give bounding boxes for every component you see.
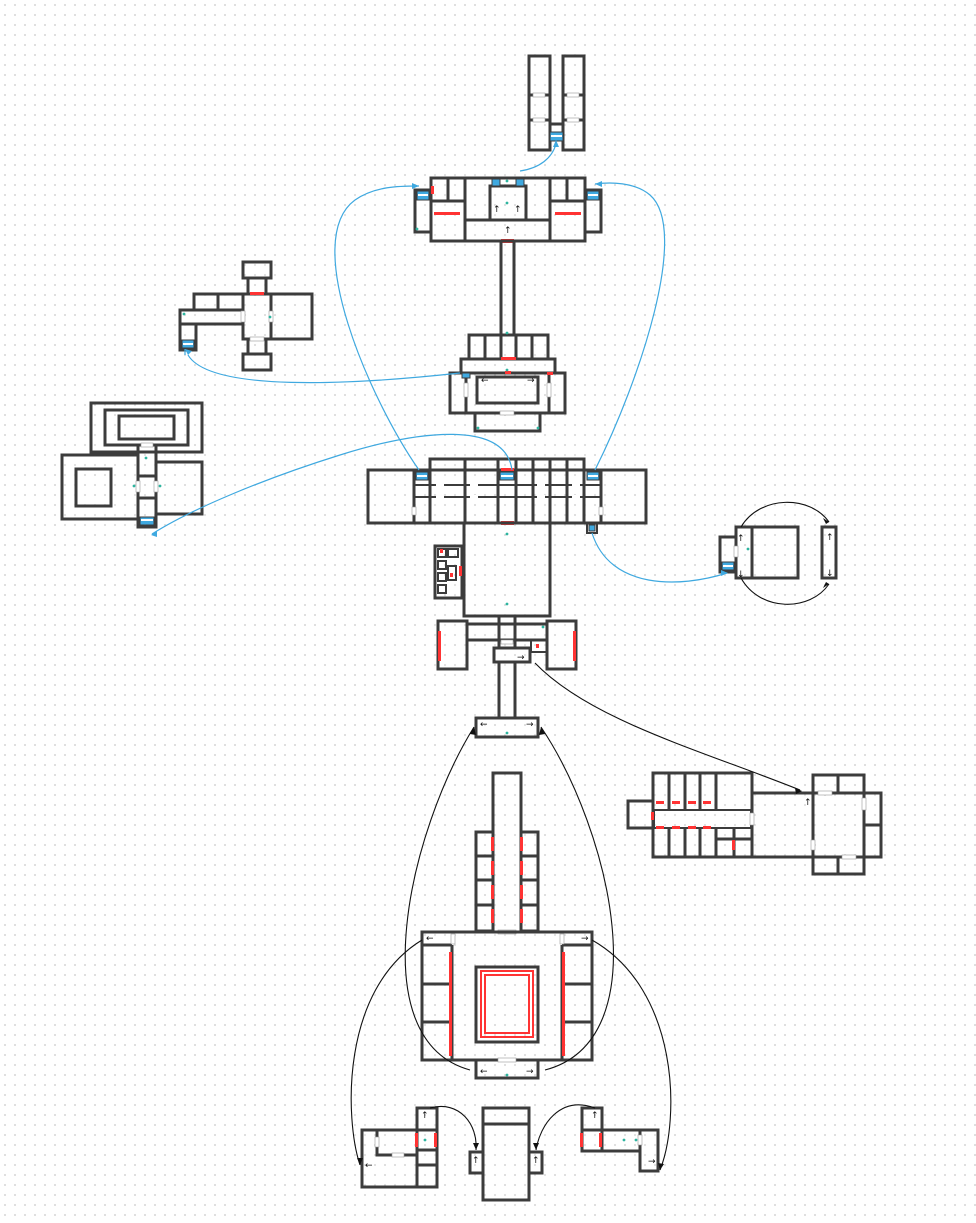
arrow-right-icon: →	[526, 720, 534, 730]
arrow-right-icon: →	[581, 934, 589, 944]
arrow-right-icon: →	[517, 653, 525, 663]
southeast-annex[interactable]: ↑ →	[580, 1106, 660, 1173]
far-west-courtyard[interactable]	[60, 401, 204, 529]
arrow-up-icon: ↑	[493, 205, 501, 215]
arrow-down-icon: ↓	[826, 569, 834, 579]
stairs-icon	[515, 178, 525, 187]
southwest-annex[interactable]: ↑ ←	[360, 1106, 439, 1189]
passage-links	[151, 140, 830, 1171]
top-twin-towers[interactable]	[527, 54, 586, 152]
arrow-left-icon: ←	[480, 720, 488, 730]
arrow-up-icon: ↑	[804, 798, 812, 808]
arrow-up-icon: ↑	[737, 534, 745, 544]
south-gate[interactable]: → ← →	[436, 614, 578, 739]
east-side-room[interactable]: ↑ ↓ ↑ ↓	[718, 525, 838, 580]
arrow-left-icon: ←	[426, 934, 434, 944]
arrow-down-icon: ↓	[737, 570, 745, 580]
arrow-right-icon: →	[526, 1067, 534, 1077]
east-wing[interactable]: ↑	[626, 771, 883, 876]
arrow-up-icon: ↑	[421, 1111, 429, 1121]
arrow-right-icon: →	[648, 1157, 656, 1167]
central-plaza[interactable]	[433, 521, 552, 618]
grand-hall[interactable]	[366, 457, 648, 534]
arrow-up-icon: ↑	[504, 226, 512, 236]
arrow-up-icon: ↑	[826, 533, 834, 543]
stairs-icon	[588, 524, 596, 532]
arrow-left-icon: ←	[480, 1067, 488, 1077]
upper-hall[interactable]: ↑ ↑ ↑	[413, 176, 603, 243]
arrow-up-icon: ↑	[532, 1156, 540, 1166]
arrow-up-icon: ↑	[514, 205, 522, 215]
floor-links	[151, 143, 728, 583]
south-center-room[interactable]: ↑ ↑	[468, 1106, 544, 1202]
arrow-up-icon: ↑	[591, 1111, 599, 1121]
arrow-left-icon: ←	[365, 1161, 373, 1171]
stairs-icon	[491, 178, 501, 187]
temple[interactable]: ← →	[420, 771, 594, 1062]
west-annex[interactable]	[178, 260, 314, 372]
temple-gate[interactable]: ← →	[474, 1057, 540, 1080]
north-corridor[interactable]	[499, 239, 516, 337]
arrow-up-icon: ↑	[472, 1156, 480, 1166]
stairs-icon	[461, 372, 471, 379]
arrow-left-icon: ←	[481, 376, 489, 386]
arrow-right-icon: →	[527, 376, 535, 386]
mid-hall[interactable]: ← →	[448, 331, 567, 433]
